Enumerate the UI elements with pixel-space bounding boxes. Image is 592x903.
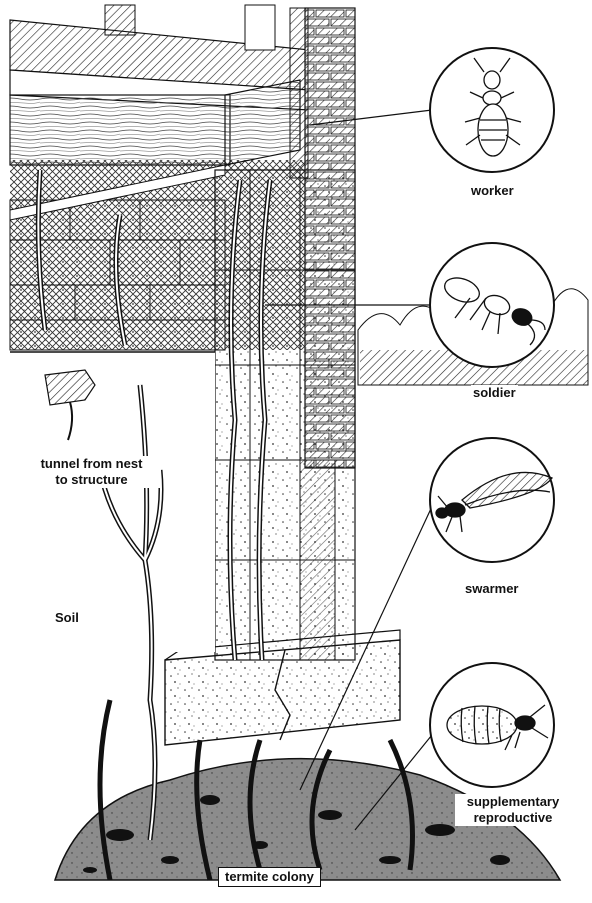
termite-colony-label: termite colony (218, 867, 321, 887)
soldier-circle (430, 243, 554, 367)
worker-label: worker (469, 183, 516, 199)
supplementary-circle (430, 663, 554, 787)
supplementary-reproductive-label: supplementary reproductive (455, 794, 571, 826)
soldier-label: soldier (471, 385, 518, 401)
tunnel-label-line2: to structure (24, 472, 159, 488)
swarmer-circle (430, 438, 554, 562)
tunnel-label-line1: tunnel from nest (24, 456, 159, 472)
swarmer-label: swarmer (463, 581, 520, 597)
soil-label: Soil (53, 610, 81, 626)
worker-circle (430, 48, 554, 172)
soil-area (10, 352, 215, 652)
tunnel-label: tunnel from nest to structure (22, 456, 161, 488)
supplementary-label-line1: supplementary (457, 794, 569, 810)
supplementary-label-line2: reproductive (457, 810, 569, 826)
